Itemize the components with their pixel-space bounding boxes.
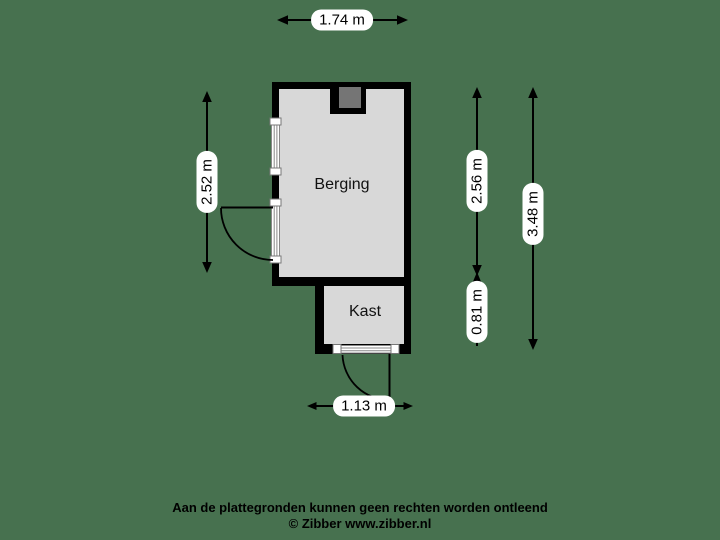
- room-label-kast: Kast: [348, 303, 382, 320]
- dim-label-right-room: 2.56 m: [466, 150, 488, 212]
- door-bottom: [332, 344, 400, 401]
- door-swing-arc: [341, 354, 390, 401]
- berging-floor: [279, 89, 404, 277]
- kast-floor: [324, 286, 404, 344]
- door-swing-arc: [220, 207, 274, 261]
- door-left: [220, 198, 282, 264]
- window: [269, 117, 282, 176]
- footer-disclaimer: Aan de plattegronden kunnen geen rechten…: [172, 500, 548, 515]
- dim-label-right-closet: 0.81 m: [466, 281, 488, 343]
- dim-label-left: 2.52 m: [196, 151, 218, 213]
- flue-block: [339, 87, 361, 108]
- dim-label-top: 1.74 m: [311, 9, 373, 31]
- footer-credit: © Zibber www.zibber.nl: [288, 516, 432, 531]
- dim-label-right-total: 3.48 m: [522, 183, 544, 245]
- dim-label-bottom: 1.13 m: [333, 395, 395, 417]
- room-label-berging: Berging: [314, 176, 370, 193]
